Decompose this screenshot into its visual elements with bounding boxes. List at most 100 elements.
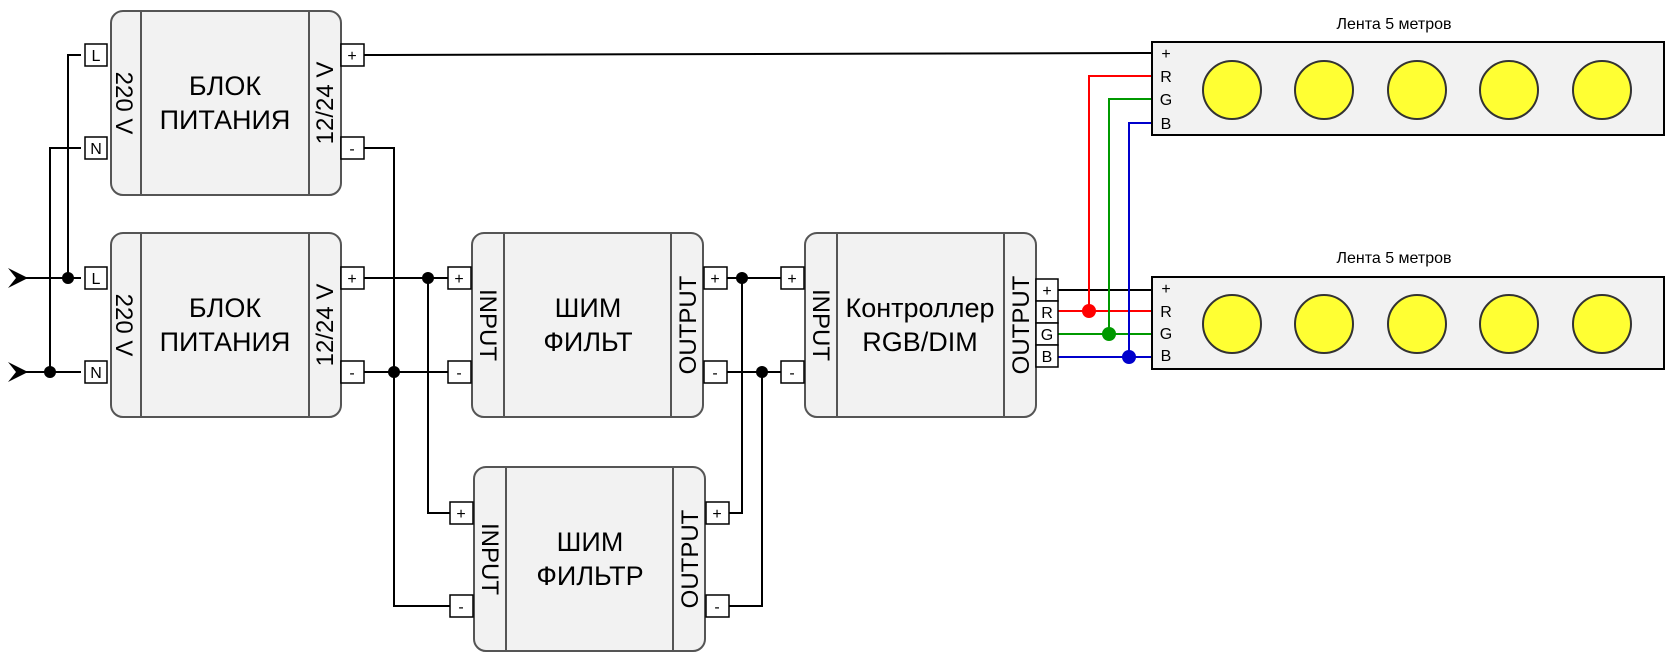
psu-body xyxy=(110,10,342,196)
junction-dot-blue xyxy=(1122,350,1136,364)
wire-plus-f2 xyxy=(427,278,450,514)
led xyxy=(1202,294,1262,354)
led xyxy=(1294,294,1354,354)
svg-text:N: N xyxy=(90,141,102,158)
strip-pin-label: R xyxy=(1160,304,1172,321)
terminal-plus xyxy=(703,266,728,290)
svg-text:B: B xyxy=(1042,349,1053,366)
led xyxy=(1387,60,1447,120)
strip-pin-label: + xyxy=(1161,46,1170,63)
psu-body xyxy=(110,232,342,418)
wire-psu1-plus-strip1 xyxy=(363,52,1153,56)
svg-text:G: G xyxy=(1041,327,1053,344)
strip-pin-label: G xyxy=(1160,92,1172,109)
psu-title-line2: ПИТАНИЯ xyxy=(160,105,291,135)
terminal-minus xyxy=(780,360,805,384)
led-strip-1: Лента 5 метров + R G B xyxy=(1151,16,1665,136)
terminal-l xyxy=(84,43,108,67)
terminal-plus xyxy=(340,43,365,67)
junction-dot-red xyxy=(1082,304,1096,318)
svg-text:L: L xyxy=(92,271,101,288)
svg-text:+: + xyxy=(1042,283,1051,300)
led xyxy=(1479,60,1539,120)
psu-title-line1: БЛОК xyxy=(189,293,261,323)
svg-text:-: - xyxy=(458,599,463,616)
terminal-minus xyxy=(449,594,474,618)
filter-body xyxy=(473,466,706,652)
wire-f2-minus-out xyxy=(729,372,763,607)
led xyxy=(1572,294,1632,354)
strip-label: Лента 5 метров xyxy=(1336,16,1451,33)
psu-input-label: 220 V xyxy=(110,72,137,135)
svg-text:-: - xyxy=(714,599,719,616)
junction-dot-green xyxy=(1102,327,1116,341)
strip-pin-label: B xyxy=(1161,116,1172,133)
terminal-b xyxy=(1035,344,1059,368)
psu-output-label: 12/24 V xyxy=(312,284,339,367)
strip-pin-label: B xyxy=(1161,348,1172,365)
terminal-minus xyxy=(447,360,472,384)
led xyxy=(1572,60,1632,120)
wire-red-strip1 xyxy=(1088,75,1152,311)
led-strip-2: Лента 5 метров + R G B xyxy=(1151,250,1665,370)
svg-text:-: - xyxy=(789,365,794,382)
svg-text:L: L xyxy=(92,48,101,65)
svg-text:+: + xyxy=(347,48,356,65)
terminal-plus xyxy=(447,266,472,290)
terminal-minus xyxy=(705,594,730,618)
terminal-n xyxy=(84,136,108,160)
controller-body xyxy=(804,232,1037,418)
strip-pin-label: + xyxy=(1161,281,1170,298)
filter-input-label: INPUT xyxy=(476,523,503,595)
led xyxy=(1202,60,1262,120)
junction-dot xyxy=(736,272,748,284)
terminal-l xyxy=(84,266,108,290)
svg-text:+: + xyxy=(712,506,721,523)
terminal-plus xyxy=(449,501,474,525)
terminal-plus xyxy=(780,266,805,290)
wire-blue-strip1 xyxy=(1128,122,1152,357)
filter-input-label: INPUT xyxy=(474,289,501,361)
svg-text:+: + xyxy=(456,506,465,523)
led xyxy=(1479,294,1539,354)
junction-dot xyxy=(756,366,768,378)
svg-text:-: - xyxy=(456,365,461,382)
controller-title-line2: RGB/DIM xyxy=(862,327,978,357)
svg-text:+: + xyxy=(710,271,719,288)
filter-output-label: OUTPUT xyxy=(675,275,702,374)
psu-output-label: 12/24 V xyxy=(312,62,339,145)
svg-text:-: - xyxy=(712,365,717,382)
controller-title-line1: Контроллер xyxy=(845,293,994,323)
svg-text:+: + xyxy=(454,271,463,288)
svg-text:-: - xyxy=(349,365,354,382)
pwm-filter-1: ШИМ ФИЛЬТ INPUT OUTPUT + - + - xyxy=(447,232,728,418)
terminal-plus xyxy=(705,501,730,525)
terminal-minus xyxy=(340,136,365,160)
svg-text:N: N xyxy=(90,365,102,382)
junction-dot xyxy=(44,366,56,378)
psu-input-label: 220 V xyxy=(110,294,137,357)
strip-label: Лента 5 метров xyxy=(1336,250,1451,267)
filter-title-line1: ШИМ xyxy=(557,527,624,557)
filter-title-line1: ШИМ xyxy=(555,293,622,323)
wire-l-psu1 xyxy=(67,54,81,278)
junction-dots xyxy=(44,272,1136,378)
power-supply-1: БЛОК ПИТАНИЯ 220 V 12/24 V L N + - xyxy=(84,10,365,196)
wire-f2-plus-out xyxy=(729,278,743,514)
filter-title-line2: ФИЛЬТР xyxy=(536,561,643,591)
controller-input-label: INPUT xyxy=(807,289,834,361)
filter-title-line2: ФИЛЬТ xyxy=(543,327,632,357)
led xyxy=(1294,60,1354,120)
power-supply-2: БЛОК ПИТАНИЯ 220 V 12/24 V L N + - xyxy=(84,232,365,418)
wire-minus-f2 xyxy=(393,372,450,607)
strip-pin-label: G xyxy=(1160,326,1172,343)
svg-text:-: - xyxy=(349,141,354,158)
strip-pin-label: R xyxy=(1160,69,1172,86)
wire-n-psu1 xyxy=(49,147,81,372)
wires xyxy=(7,52,1153,607)
junction-dot xyxy=(388,366,400,378)
svg-text:R: R xyxy=(1041,305,1053,322)
psu-title-line1: БЛОК xyxy=(189,71,261,101)
filter-output-label: OUTPUT xyxy=(677,509,704,608)
